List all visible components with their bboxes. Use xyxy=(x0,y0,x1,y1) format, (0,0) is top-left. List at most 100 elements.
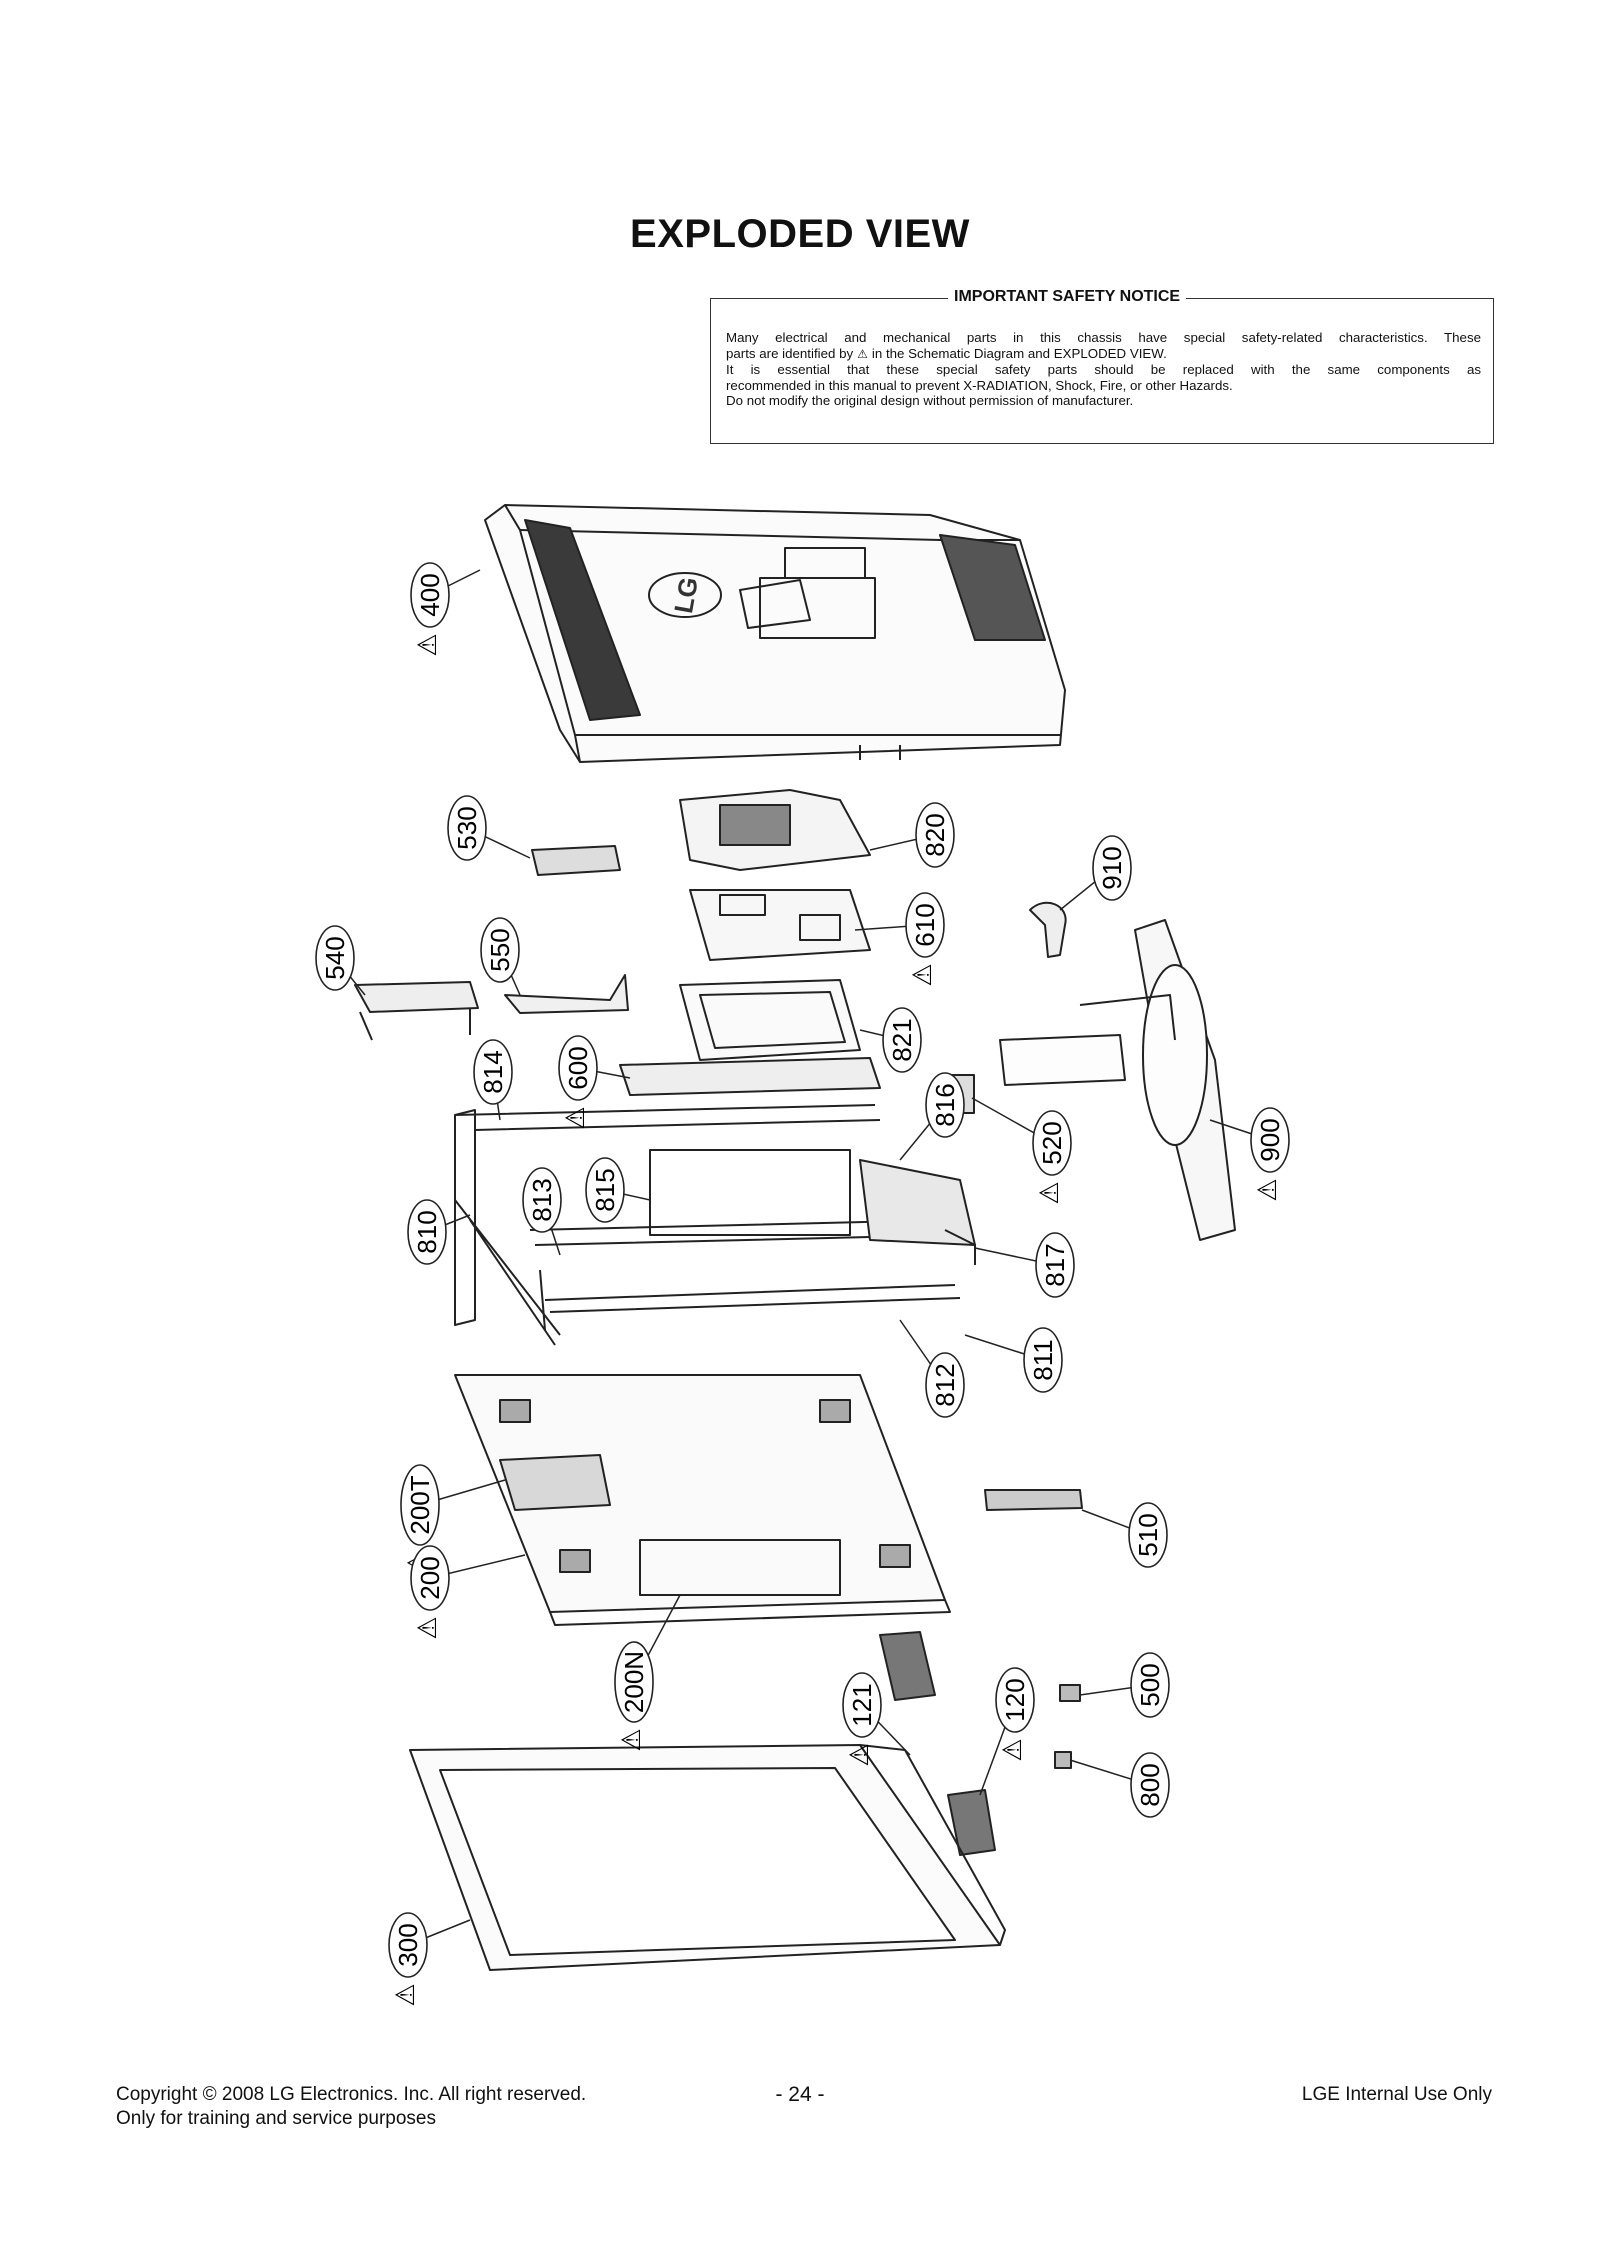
callout-bubble-520 xyxy=(1032,1110,1072,1176)
callout-label-800: 800 xyxy=(1135,1763,1165,1806)
callout-label-900: 900 xyxy=(1255,1118,1285,1161)
callout-label-600: 600 xyxy=(563,1046,593,1089)
stand-900 xyxy=(999,919,1236,1241)
part-callouts: 400 ⚠ 530 820 910 540 550 610 ⚠ 821 814 600 ⚠ 520 ⚠ 900… xyxy=(315,562,1290,2007)
callout-bubble-400 xyxy=(410,562,450,628)
warning-triangle-icon: ⚠ xyxy=(857,346,868,361)
callout-bubble-900 xyxy=(1250,1107,1290,1173)
callout-label-813: 813 xyxy=(527,1178,557,1221)
callout-label-300: 300 xyxy=(393,1923,423,1966)
callout-label-814: 814 xyxy=(478,1050,508,1093)
safety-warning-icon: ⚠ xyxy=(997,1738,1027,1761)
callout-bubble-300 xyxy=(388,1912,428,1978)
callout-bubble-121 xyxy=(842,1672,882,1738)
footer-left: Copyright © 2008 LG Electronics. Inc. Al… xyxy=(116,2083,586,2131)
callout-bubble-811 xyxy=(1023,1327,1063,1393)
part-500 xyxy=(1059,1684,1081,1702)
notice-line-5: Do not modify the original design withou… xyxy=(726,393,1134,408)
callout-bubble-600 xyxy=(558,1035,598,1101)
notice-line-1: Many electrical and mechanical parts in … xyxy=(726,330,1481,345)
part-910 xyxy=(1029,901,1067,958)
safety-notice-text: Many electrical and mechanical parts in … xyxy=(726,330,1481,409)
callout-label-200T: 200T xyxy=(405,1475,435,1534)
callout-label-817: 817 xyxy=(1040,1243,1070,1286)
callout-label-820: 820 xyxy=(920,813,950,856)
notice-line-2a: parts are identified by xyxy=(726,345,854,361)
callout-label-815: 815 xyxy=(590,1168,620,1211)
callout-label-121: 121 xyxy=(847,1683,877,1726)
callout-bubble-500 xyxy=(1130,1652,1170,1718)
callout-label-400: 400 xyxy=(415,573,445,616)
callout-label-540: 540 xyxy=(320,936,350,979)
callout-bubble-610 xyxy=(905,892,945,958)
callout-label-812: 812 xyxy=(930,1363,960,1406)
safety-warning-icon: ⚠ xyxy=(1252,1178,1282,1201)
callout-label-500: 500 xyxy=(1135,1663,1165,1706)
page-number: - 24 - xyxy=(775,2083,825,2106)
callout-bubble-810 xyxy=(407,1199,447,1265)
safety-warning-icon: ⚠ xyxy=(1034,1181,1064,1204)
part-600 xyxy=(619,1057,881,1096)
callout-label-610: 610 xyxy=(910,903,940,946)
back-cover-400 xyxy=(484,504,1066,763)
bracket-821 xyxy=(679,979,861,1061)
notice-line-2b: in the Schematic Diagram and EXPLODED VI… xyxy=(871,345,1167,361)
callout-label-816: 816 xyxy=(930,1083,960,1126)
footer-purpose: Only for training and service purposes xyxy=(116,2108,436,2129)
safety-notice-heading: IMPORTANT SAFETY NOTICE xyxy=(948,288,1187,306)
callout-bubble-510 xyxy=(1128,1502,1168,1568)
callout-bubble-120 xyxy=(995,1667,1035,1733)
brand-logo: LG xyxy=(668,575,704,616)
callout-label-910: 910 xyxy=(1097,846,1127,889)
part-550 xyxy=(504,974,629,1014)
safety-warning-icon: ⚠ xyxy=(412,1616,442,1639)
footer-copyright: Copyright © 2008 LG Electronics. Inc. Al… xyxy=(116,2084,587,2105)
callout-label-810: 810 xyxy=(412,1210,442,1253)
part-800 xyxy=(1054,1751,1072,1769)
callout-label-520: 520 xyxy=(1037,1121,1067,1164)
callout-label-510: 510 xyxy=(1133,1513,1163,1556)
main-board-610 xyxy=(689,889,871,961)
callout-bubble-815 xyxy=(585,1157,625,1223)
safety-warning-icon: ⚠ xyxy=(390,1983,420,2006)
callout-bubble-550 xyxy=(480,917,520,983)
part-510 xyxy=(984,1489,1083,1511)
callout-label-120: 120 xyxy=(1000,1678,1030,1721)
part-540 xyxy=(354,981,479,1041)
callout-bubble-200T xyxy=(400,1464,440,1546)
callout-bubble-820 xyxy=(915,802,955,868)
callout-bubble-200 xyxy=(410,1545,450,1611)
panel-200 xyxy=(454,1374,951,1626)
speakers-120 xyxy=(879,1631,996,1856)
callout-label-530: 530 xyxy=(452,806,482,849)
callout-bubble-817 xyxy=(1035,1232,1075,1298)
callout-label-200: 200 xyxy=(415,1556,445,1599)
callout-label-550: 550 xyxy=(485,928,515,971)
notice-line-3: It is essential that these special safet… xyxy=(726,362,1481,377)
callout-label-821: 821 xyxy=(887,1018,917,1061)
shield-820 xyxy=(679,789,871,871)
notice-line-2: parts are identified by⚠in the Schematic… xyxy=(726,346,1481,363)
callout-bubble-821 xyxy=(882,1007,922,1073)
callout-bubble-813 xyxy=(522,1167,562,1233)
callout-bubble-200N xyxy=(614,1641,654,1723)
safety-warning-icon: ⚠ xyxy=(412,633,442,656)
safety-warning-icon: ⚠ xyxy=(560,1106,590,1129)
chassis-frame-810 xyxy=(454,1104,976,1346)
front-frame-300 xyxy=(409,1744,1006,1971)
callout-bubble-910 xyxy=(1092,835,1132,901)
callout-label-811: 811 xyxy=(1028,1339,1058,1380)
notice-line-4: recommended in this manual to prevent X-… xyxy=(726,377,1233,393)
callout-bubble-530 xyxy=(447,795,487,861)
callout-label-200N: 200N xyxy=(619,1651,649,1713)
safety-warning-icon: ⚠ xyxy=(844,1743,874,1766)
callout-bubble-816 xyxy=(925,1072,965,1138)
page-title: EXPLODED VIEW xyxy=(630,212,970,256)
callout-bubble-540 xyxy=(315,925,355,991)
callout-bubble-800 xyxy=(1130,1752,1170,1818)
footer-internal: LGE Internal Use Only xyxy=(1301,2084,1492,2105)
safety-warning-icon: ⚠ xyxy=(907,963,937,986)
callout-bubble-814 xyxy=(473,1039,513,1105)
callout-bubble-812 xyxy=(925,1352,965,1418)
